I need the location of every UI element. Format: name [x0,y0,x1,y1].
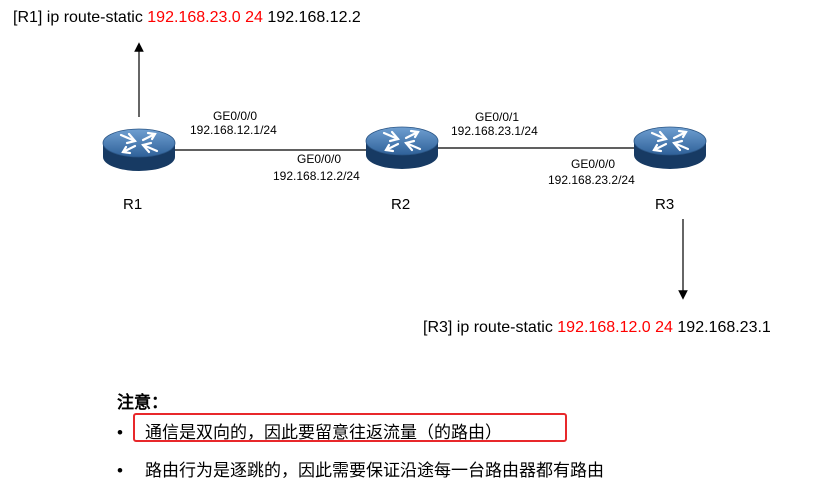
router-r3-label: R3 [655,196,674,213]
bullet-icon: • [117,461,123,480]
r1-route-command: [R1] ip route-static 192.168.23.0 24 192… [13,9,361,27]
notes-item-1: • 通信是双向的，因此要留意往返流量（的路由） [117,418,502,443]
r1-port-name: GE0/0/0 [213,109,257,123]
r2-port-left-name: GE0/0/0 [297,152,341,166]
r3-command-prefix: [R3] ip route-static [423,319,558,336]
r2-port-right-ip: 192.168.23.1/24 [451,124,538,138]
highlight-box [133,413,567,442]
router-r1-icon [101,127,177,173]
router-r1-label: R1 [123,196,142,213]
r3-command-destination: 192.168.12.0 24 [557,319,673,336]
notes-title: 注意： [117,393,168,412]
bullet-icon: • [117,423,123,442]
r3-port-name: GE0/0/0 [571,157,615,171]
r1-command-nexthop: 192.168.12.2 [262,9,361,26]
r2-port-right-name: GE0/0/1 [475,110,519,124]
r2-port-left-ip: 192.168.12.2/24 [273,169,360,183]
router-r2-icon [364,125,440,171]
r3-route-command: [R3] ip route-static 192.168.12.0 24 192… [423,319,771,337]
r1-command-prefix: [R1] ip route-static [13,9,148,26]
router-r3-icon [632,125,708,171]
notes-item-2: • 路由行为是逐跳的，因此需要保证沿途每一台路由器都有路由 [117,456,604,481]
r1-port-ip: 192.168.12.1/24 [190,123,277,137]
r3-command-nexthop: 192.168.23.1 [672,319,771,336]
router-r2-label: R2 [391,196,410,213]
r1-command-destination: 192.168.23.0 24 [147,9,263,26]
notes-item-2-text: 路由行为是逐跳的，因此需要保证沿途每一台路由器都有路由 [145,461,604,480]
notes-item-1-text: 通信是双向的，因此要留意往返流量（的路由） [145,423,502,442]
r3-port-ip: 192.168.23.2/24 [548,173,635,187]
